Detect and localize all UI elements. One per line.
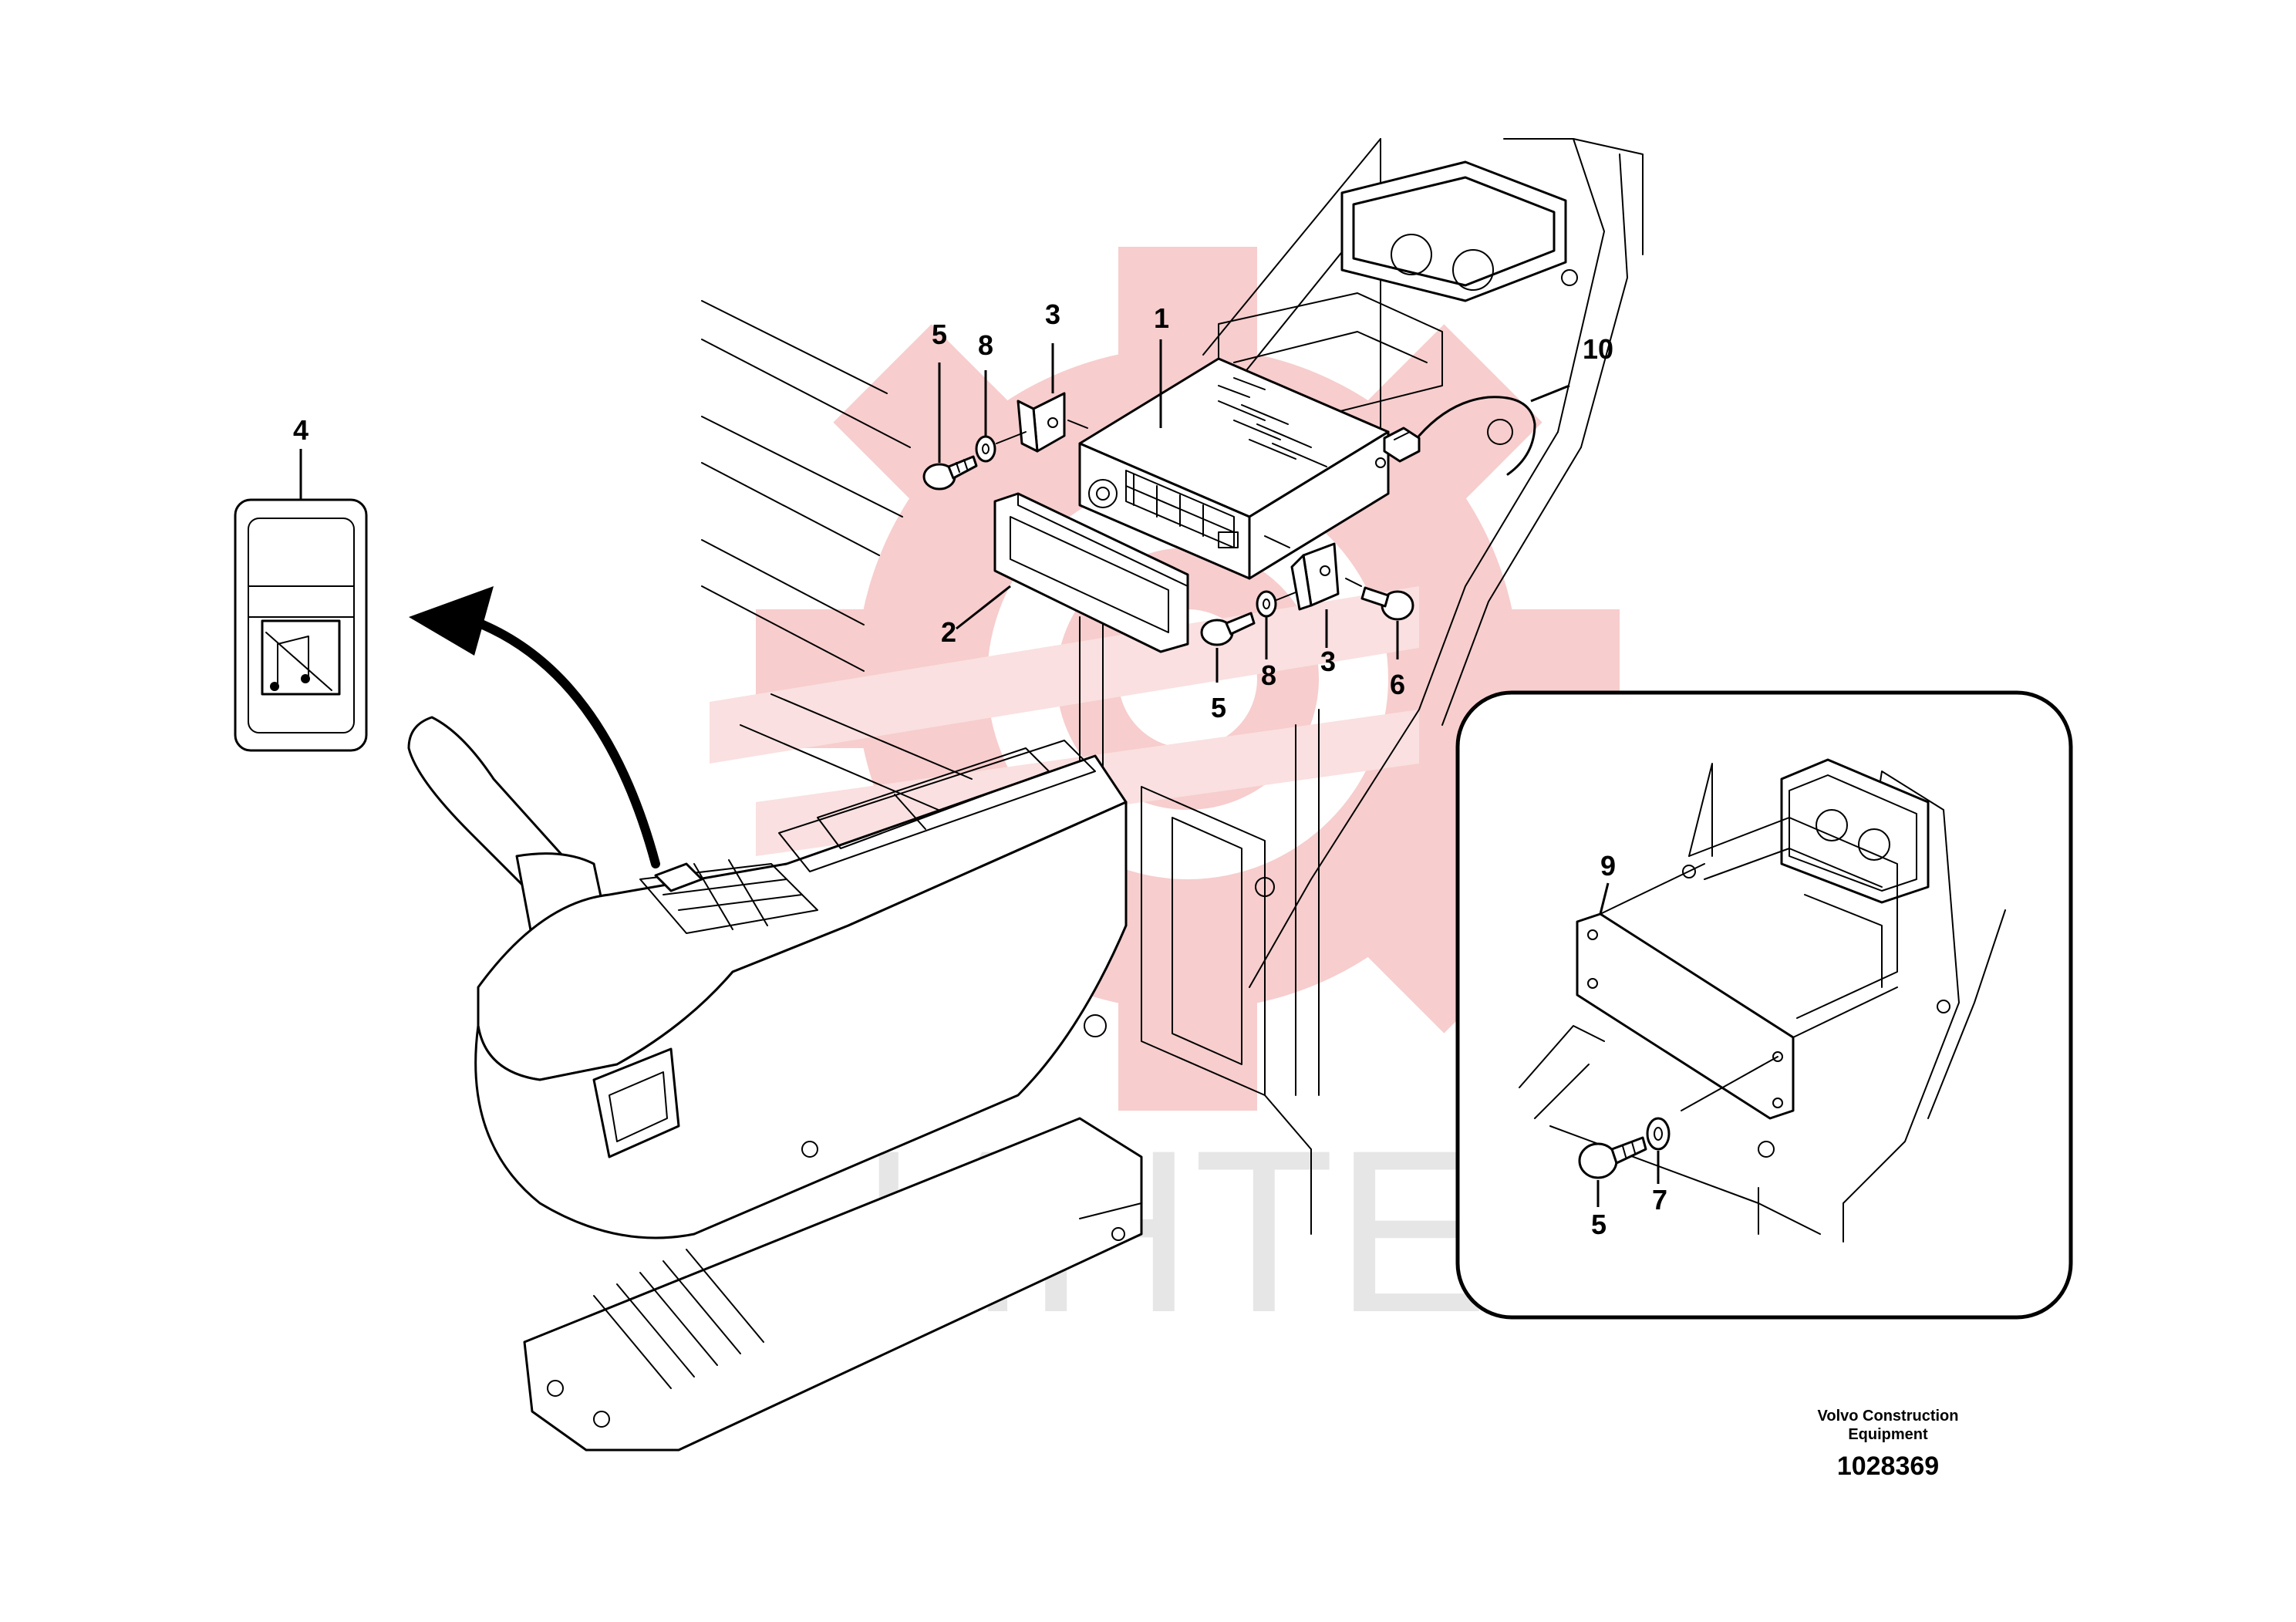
drawing-credit: Volvo Construction Equipment 1028369 xyxy=(1818,1408,1959,1481)
wiring-connector xyxy=(1383,396,1536,476)
bolt-left xyxy=(922,455,978,491)
drawing-number: 1028369 xyxy=(1837,1452,1939,1481)
callout-3-top: 3 xyxy=(1045,298,1060,330)
leader-9 xyxy=(1599,882,1610,915)
cab-structure xyxy=(701,138,1644,1235)
callout-4: 4 xyxy=(293,414,308,446)
console-radio-switch xyxy=(654,862,703,892)
radio-bezel xyxy=(993,492,1189,653)
washer-left xyxy=(975,431,1027,463)
mounting-bracket-right xyxy=(1264,535,1340,611)
callout-2: 2 xyxy=(941,616,956,648)
callout-9: 9 xyxy=(1600,850,1616,882)
leader-2 xyxy=(956,585,1011,630)
callout-labels: 1 2 3 3 4 5 5 5 6 7 8 8 9 10 xyxy=(293,298,1667,1240)
callout-7: 7 xyxy=(1652,1184,1667,1216)
company-name-line2: Equipment xyxy=(1848,1426,1928,1443)
radio-unit xyxy=(1078,357,1390,580)
washer-right xyxy=(1256,590,1296,618)
armrest-console xyxy=(407,716,1143,1452)
callout-6: 6 xyxy=(1390,669,1405,700)
callout-8-bottom: 8 xyxy=(1261,659,1276,691)
music-note-icon xyxy=(265,632,332,691)
bolt-lower-left xyxy=(1200,612,1256,646)
radio-switch-detail xyxy=(234,449,368,752)
bolt-right xyxy=(1345,578,1414,621)
callout-8-top: 8 xyxy=(978,329,993,361)
blanking-plate-detail xyxy=(1455,690,2073,1320)
mounting-bracket-left xyxy=(1017,392,1088,453)
curved-arrow-icon xyxy=(409,586,660,868)
callout-1: 1 xyxy=(1154,302,1169,334)
callout-10: 10 xyxy=(1583,333,1613,365)
callout-5-bottom: 5 xyxy=(1211,692,1226,723)
company-name-line1: Volvo Construction xyxy=(1818,1408,1959,1425)
callout-3-bottom: 3 xyxy=(1320,646,1336,677)
leader-10 xyxy=(1530,384,1570,403)
callout-5-top: 5 xyxy=(932,319,947,350)
callout-5-inset: 5 xyxy=(1591,1209,1607,1240)
